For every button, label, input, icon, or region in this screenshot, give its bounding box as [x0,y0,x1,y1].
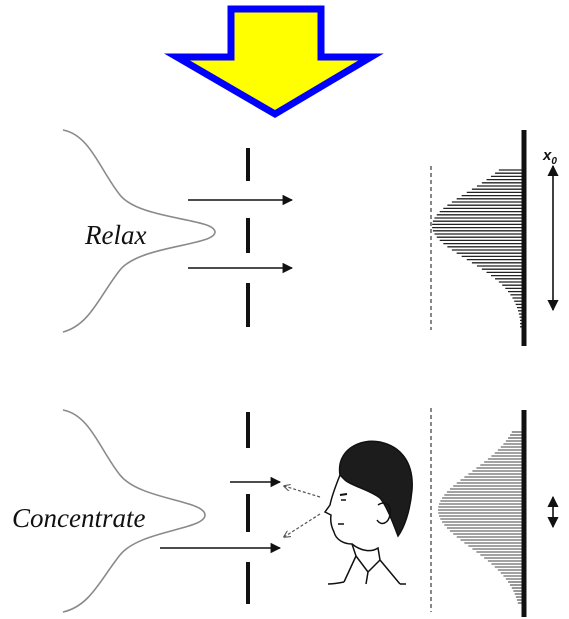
interference-pattern [432,169,522,328]
interference-pattern [438,431,522,604]
screen-axis-label: x0 [542,147,557,167]
concentrate-label: Concentrate [12,503,145,533]
concentrate-panel: Concentrate [12,408,559,617]
relax-label: Relax [84,220,146,250]
source-wave-curve [62,129,216,333]
source-wave-curve [62,409,206,613]
gaze-arrow-lower [284,513,321,537]
relax-panel: Relax x0 [62,129,559,346]
gaze-arrow-upper [284,486,321,498]
observer-head-icon [323,440,413,585]
down-arrow-icon [164,5,384,119]
